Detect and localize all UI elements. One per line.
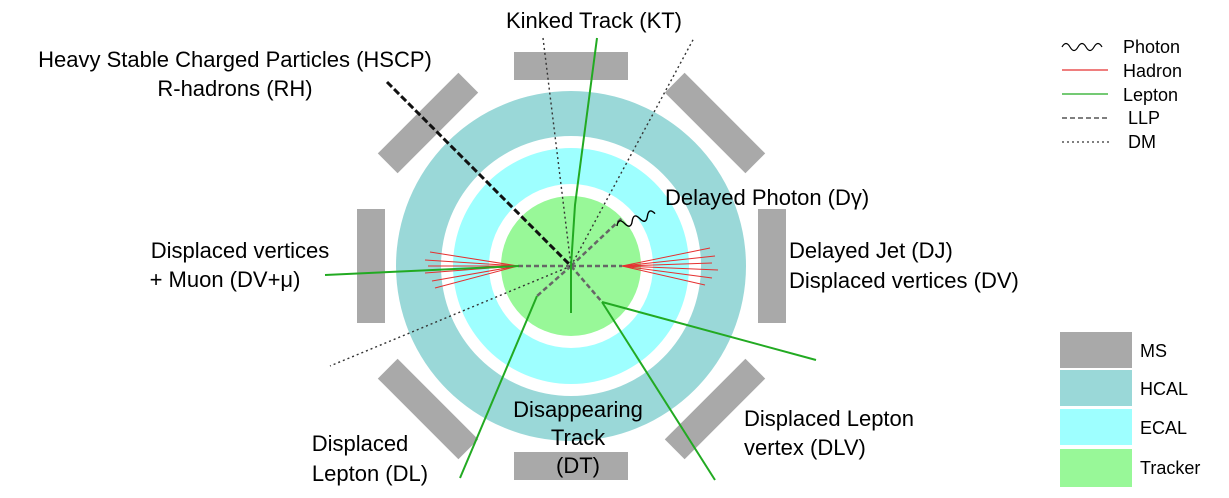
- legend-ms-label: MS: [1140, 341, 1167, 361]
- lepton-tracks: [324, 37, 817, 481]
- label-displaced-lepton-line1: Displaced: [312, 431, 409, 456]
- box-legend: MS HCAL ECAL Tracker: [1060, 332, 1200, 487]
- ms-block-bottom: [514, 452, 628, 480]
- hadron-jet-right: [621, 247, 719, 286]
- legend-lepton-label: Lepton: [1123, 85, 1178, 105]
- label-dv-mu-line1: Displaced vertices: [151, 238, 330, 263]
- legend-hcal-label: HCAL: [1140, 379, 1188, 399]
- ms-block-left: [357, 209, 385, 323]
- label-hscp-line1: Heavy Stable Charged Particles (HSCP): [38, 47, 432, 72]
- label-delayed-photon: Delayed Photon (Dγ): [665, 185, 869, 210]
- muon-system: [357, 52, 786, 480]
- ms-block-top-left: [377, 72, 479, 174]
- label-hscp-line2: R-hadrons (RH): [157, 76, 312, 101]
- label-kinked-track: Kinked Track (KT): [506, 8, 682, 33]
- legend-llp-label: LLP: [1128, 108, 1160, 128]
- label-dv-mu-line2: + Muon (DV+μ): [150, 267, 301, 292]
- ms-block-top: [514, 52, 628, 80]
- label-dlv-line2: vertex (DLV): [744, 435, 866, 460]
- label-delayed-jet: Delayed Jet (DJ): [789, 238, 953, 263]
- legend-tracker-label: Tracker: [1140, 458, 1200, 478]
- ms-block-top-right: [664, 72, 766, 174]
- label-disappearing-line3: (DT): [556, 453, 600, 478]
- dm-lines: [329, 37, 695, 367]
- ms-block-bottom-left: [377, 358, 479, 460]
- ms-block-right: [758, 209, 786, 323]
- llp-lines: [518, 217, 623, 303]
- legend-dm-label: DM: [1128, 132, 1156, 152]
- label-displaced-lepton-line2: Lepton (DL): [312, 461, 428, 486]
- label-dlv-line1: Displaced Lepton: [744, 406, 914, 431]
- legend-hadron-label: Hadron: [1123, 61, 1182, 81]
- legend-photon-swatch: [1061, 42, 1103, 52]
- legend-ms-swatch: [1060, 332, 1132, 368]
- hscp-track: [385, 80, 573, 268]
- legend-ecal-swatch: [1060, 409, 1132, 445]
- legend-ecal-label: ECAL: [1140, 418, 1187, 438]
- label-disappearing-line1: Disappearing: [513, 397, 643, 422]
- legend-tracker-swatch: [1060, 449, 1132, 487]
- photon-wave: [616, 210, 656, 227]
- label-disappearing-line2: Track: [551, 425, 606, 450]
- ms-block-bottom-right: [664, 358, 766, 460]
- legend-photon-label: Photon: [1123, 37, 1180, 57]
- line-legend: Photon Hadron Lepton LLP DM: [1061, 37, 1182, 152]
- label-displaced-vertices: Displaced vertices (DV): [789, 268, 1019, 293]
- legend-hcal-swatch: [1060, 370, 1132, 406]
